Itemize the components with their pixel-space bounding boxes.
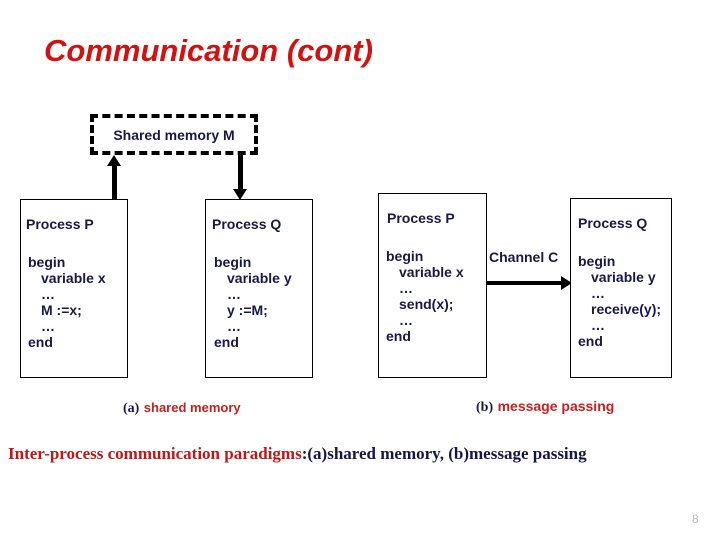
code-line: … [399, 280, 413, 296]
code-line: end [28, 334, 53, 350]
code-line: variable y [591, 269, 656, 285]
arrow-channel-p-to-q-shaft [487, 281, 563, 285]
shared-memory-label: Shared memory M [113, 127, 235, 143]
code-line: variable x [41, 270, 106, 286]
code-line: … [591, 317, 605, 333]
caption-b-paren: (b) [476, 400, 494, 415]
process-label-p-shared: Process P [26, 216, 94, 232]
code-line: … [41, 286, 55, 302]
code-line: variable x [399, 264, 464, 280]
arrow-process-p-to-memory-head [107, 155, 121, 166]
shared-memory-box: Shared memory M [90, 114, 258, 155]
code-line: begin [386, 248, 424, 264]
page-title: Communication (cont) [44, 33, 373, 68]
page-number: 8 [692, 512, 699, 526]
code-line: variable y [227, 270, 292, 286]
code-line: … [227, 318, 241, 334]
arrow-process-p-to-memory-shaft [112, 165, 117, 200]
caption-a-paren: (a) [123, 401, 140, 416]
code-line: end [214, 334, 239, 350]
process-label-p-message: Process P [387, 210, 455, 226]
code-line: end [386, 328, 411, 344]
process-box-q-message [570, 198, 672, 378]
process-label-q-shared: Process Q [212, 216, 282, 232]
caption-message-passing: (b) message passing [476, 398, 614, 416]
code-line: begin [578, 253, 616, 269]
process-box-p-message [378, 193, 487, 378]
bottom-caption-navy: :(a)shared memory, (b)message passing [301, 444, 587, 463]
arrow-memory-to-process-q-head [233, 189, 247, 200]
process-box-p-shared [20, 199, 128, 378]
bottom-caption: Inter-process communication paradigms:(a… [8, 444, 587, 464]
code-block-q-shared: begin variable y … y :=M; … end [214, 254, 292, 350]
code-line: … [227, 286, 241, 302]
code-line: … [399, 312, 413, 328]
code-line: begin [28, 254, 66, 270]
code-line: receive(y); [591, 301, 662, 317]
arrow-memory-to-process-q-shaft [238, 155, 243, 190]
code-block-p-shared: begin variable x … M :=x; … end [28, 254, 106, 350]
code-line: … [41, 318, 55, 334]
bottom-caption-red: Inter-process communication paradigms [8, 444, 302, 463]
caption-b-text: message passing [497, 398, 615, 414]
channel-label: Channel C [489, 249, 559, 265]
code-line: M :=x; [41, 302, 82, 318]
code-line: … [591, 285, 605, 301]
arrow-channel-p-to-q-head [561, 276, 572, 290]
code-line: y :=M; [227, 302, 268, 318]
caption-shared-memory: (a) shared memory [123, 399, 241, 417]
code-line: begin [214, 254, 252, 270]
process-box-q-shared [205, 199, 313, 378]
code-line: send(x); [399, 296, 454, 312]
code-line: end [578, 333, 603, 349]
caption-a-text: shared memory [143, 400, 241, 415]
code-block-q-message: begin variable y … receive(y); … end [578, 253, 661, 349]
code-block-p-message: begin variable x … send(x); … end [386, 248, 464, 344]
process-label-q-message: Process Q [578, 215, 648, 231]
